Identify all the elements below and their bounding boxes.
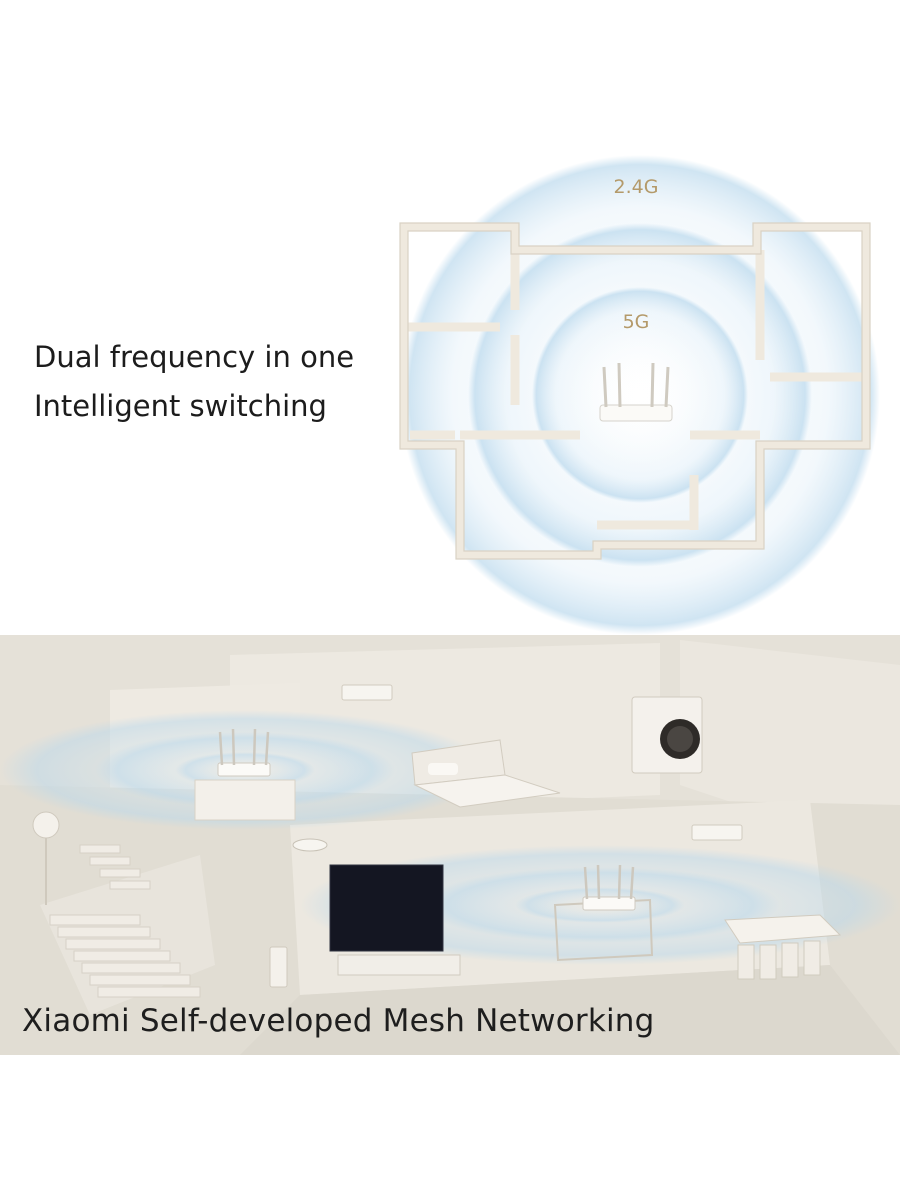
mesh-networking-caption: Xiaomi Self-developed Mesh Networking xyxy=(22,1003,655,1039)
headline-line-2: Intelligent switching xyxy=(34,389,327,423)
washing-machine-icon xyxy=(631,696,703,774)
robot-vacuum-icon xyxy=(292,838,328,852)
mesh-house-illustration xyxy=(0,635,900,1055)
floorplan-panel: 2.4G 5G xyxy=(0,145,900,635)
band-label-5g: 5G xyxy=(623,311,650,333)
headline-line-1: Dual frequency in one xyxy=(34,340,355,374)
house-structure xyxy=(0,635,900,1055)
speaker-icon xyxy=(269,946,288,988)
signal-ring-inner xyxy=(532,287,748,503)
router-upper-icon xyxy=(194,728,296,821)
television-icon xyxy=(329,864,461,976)
air-conditioner-icon xyxy=(341,684,393,701)
dining-table-icon xyxy=(724,914,842,980)
mesh-scene-panel xyxy=(0,635,900,1055)
router-icon xyxy=(599,362,673,422)
router-lower-icon xyxy=(553,864,654,962)
floorplan-illustration: 2.4G 5G xyxy=(399,155,880,635)
band-label-2-4g: 2.4G xyxy=(614,176,659,198)
floor-fan-icon xyxy=(32,811,60,905)
floorplan-walls xyxy=(399,222,871,560)
air-conditioner-icon xyxy=(691,824,743,841)
bed-icon xyxy=(411,739,561,808)
